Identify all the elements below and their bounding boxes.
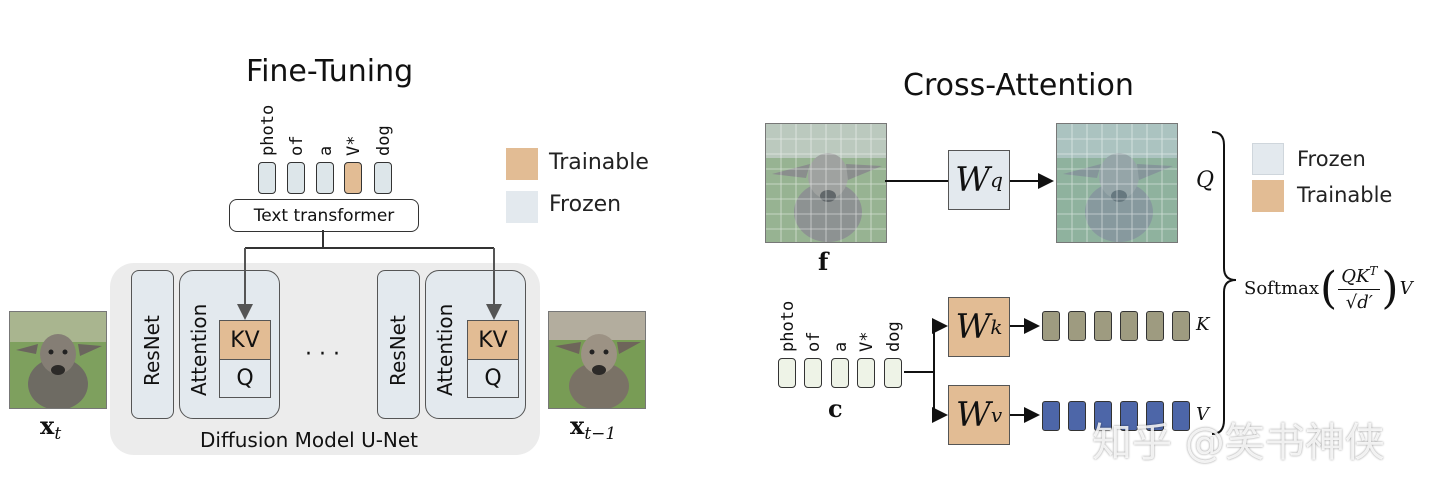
c-token-box-a <box>831 358 849 388</box>
v-vector-5 <box>1146 401 1164 431</box>
c-token-box-of <box>804 358 822 388</box>
legend-label-trainable-left: Trainable <box>549 150 649 175</box>
fraction-denominator: √d′ <box>1345 292 1373 313</box>
legend-swatch-frozen-right <box>1252 143 1284 175</box>
legend-label-trainable-right: Trainable <box>1297 183 1393 207</box>
query-output-image <box>1056 123 1178 243</box>
k-vector-5 <box>1146 311 1164 341</box>
ellipsis: · · · <box>305 342 340 367</box>
legend-label-frozen-right: Frozen <box>1297 147 1366 171</box>
fraction-numerator: QKT <box>1338 264 1381 290</box>
dog-image-xt-minus-1 <box>548 311 646 409</box>
xt-label: xt <box>40 411 62 444</box>
fine-tuning-title: Fine-Tuning <box>246 54 414 89</box>
v-label: V <box>1196 404 1209 425</box>
legend-label-frozen-left: Frozen <box>549 192 622 217</box>
cross-attention-title: Cross-Attention <box>903 68 1134 103</box>
q-label: Q <box>1196 168 1215 193</box>
kv-box-2: KV <box>467 320 519 360</box>
token-box-a <box>316 162 334 194</box>
k-label: K <box>1196 314 1210 335</box>
v-vector-6 <box>1172 401 1190 431</box>
v-vector-2 <box>1068 401 1086 431</box>
k-vector-6 <box>1172 311 1190 341</box>
legend-swatch-trainable-right <box>1252 180 1284 212</box>
token-box-of <box>287 162 305 194</box>
q-box-1: Q <box>219 360 271 398</box>
fraction: QKT √d′ <box>1338 264 1381 313</box>
v-vector-4 <box>1120 401 1138 431</box>
watermark-text: 知乎 @笑书神侠 <box>1092 420 1385 466</box>
dog-image-xt <box>9 311 107 409</box>
kv-box-1: KV <box>219 320 271 360</box>
c-token-box-dog <box>884 358 902 388</box>
q-box-2: Q <box>467 360 519 398</box>
legend-swatch-frozen-left <box>506 191 538 223</box>
legend-swatch-trainable-left <box>506 148 538 180</box>
token-box-vstar <box>344 162 362 194</box>
c-token-box-vstar <box>857 358 875 388</box>
resnet-block-2 <box>377 270 420 419</box>
token-box-dog <box>374 162 392 194</box>
token-box-photo <box>258 162 276 194</box>
softmax-v: V <box>1399 278 1413 299</box>
feature-map-f-image <box>765 123 887 243</box>
unet-label: Diffusion Model U-Net <box>200 428 419 452</box>
f-label: f <box>818 247 829 276</box>
c-token-box-photo <box>778 358 796 388</box>
v-vector-1 <box>1042 401 1060 431</box>
c-label: c <box>828 394 843 423</box>
resnet-block-1 <box>131 270 174 419</box>
k-vector-3 <box>1094 311 1112 341</box>
v-vector-3 <box>1094 401 1112 431</box>
k-vector-1 <box>1042 311 1060 341</box>
softmax-formula: Softmax ( QKT √d′ ) V <box>1244 264 1413 313</box>
xt-minus-1-label: xt−1 <box>570 411 617 444</box>
k-vector-4 <box>1120 311 1138 341</box>
k-vector-2 <box>1068 311 1086 341</box>
softmax-word: Softmax <box>1244 278 1320 299</box>
close-paren: ) <box>1381 262 1399 314</box>
open-paren: ( <box>1320 262 1338 314</box>
